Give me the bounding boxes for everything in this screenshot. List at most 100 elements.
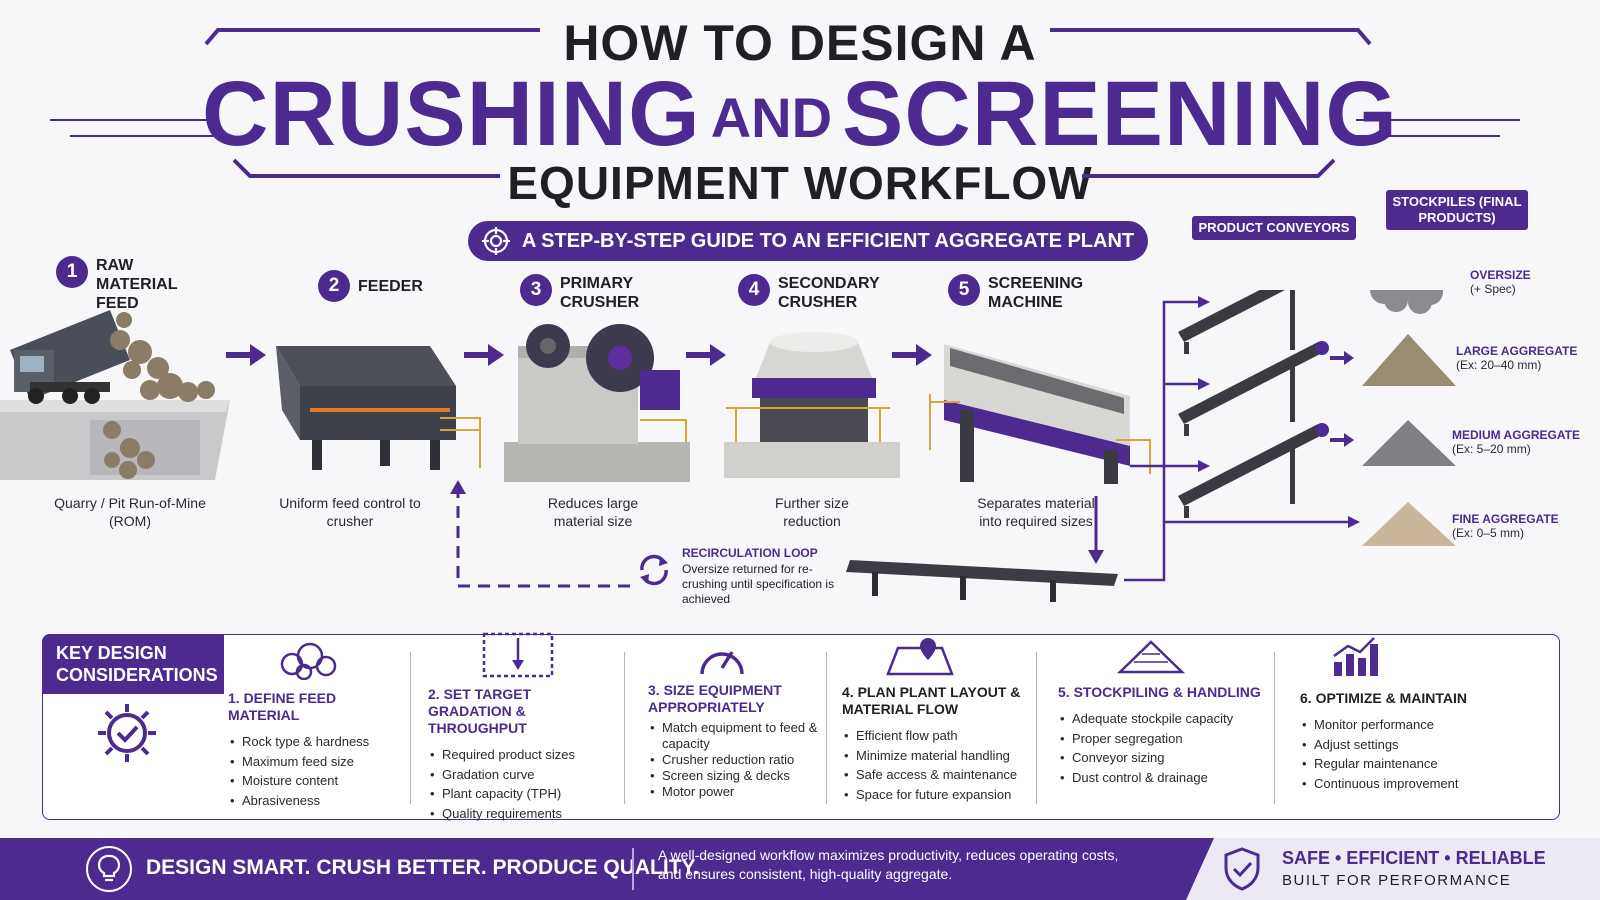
recirculation-desc: Oversize returned for re-crushing until … xyxy=(682,562,835,606)
step-4-number: 4 xyxy=(738,274,770,306)
recirculation-text: RECIRCULATION LOOP Oversize returned for… xyxy=(682,546,842,607)
stockpile-icon xyxy=(1116,640,1186,674)
step-4-heading: 4 SECONDARY CRUSHER xyxy=(738,274,880,312)
col-5-item: Adequate stockpile capacity xyxy=(1058,709,1264,729)
lightbulb-icon xyxy=(86,846,132,892)
step-5-label: SCREENING MACHINE xyxy=(988,275,1084,311)
col-6-title: 6. OPTIMIZE & MAINTAIN xyxy=(1300,690,1467,706)
step-1-heading: 1 RAW MATERIAL FEED xyxy=(56,256,216,313)
column-divider xyxy=(1036,652,1037,804)
col-6-item: Continuous improvement xyxy=(1300,774,1500,794)
stockpiles-tag: STOCKPILES (FINAL PRODUCTS) xyxy=(1386,190,1528,230)
gear-check-icon xyxy=(94,700,160,771)
stockpile-fine-sub: (Ex: 0–5 mm) xyxy=(1452,526,1525,540)
col-1-item: Abrasiveness xyxy=(228,791,404,811)
key-design-col-3: 3. SIZE EQUIPMENT APPROPRIATELY Match eq… xyxy=(648,682,818,800)
stockpile-medium: MEDIUM AGGREGATE (Ex: 5–20 mm) xyxy=(1452,428,1580,456)
product-conveyors-tag: PRODUCT CONVEYORS xyxy=(1192,216,1356,240)
step-2-number: 2 xyxy=(318,270,350,302)
primary-crusher-illustration xyxy=(504,324,690,482)
col-1-item: Maximum feed size xyxy=(228,752,404,772)
target-icon xyxy=(481,227,510,255)
gauge-icon xyxy=(700,651,744,675)
step-4-description: Further size reduction xyxy=(775,495,849,529)
col-5-item: Conveyor sizing xyxy=(1058,748,1264,768)
col-3-item: Match equipment to feed & capacity xyxy=(648,720,818,752)
column-divider xyxy=(624,652,625,804)
col-3-item: Crusher reduction ratio xyxy=(648,752,818,768)
key-design-col-4: 4. PLAN PLANT LAYOUT & MATERIAL FLOW Eff… xyxy=(842,684,1028,804)
step-4-label: SECONDARY CRUSHER xyxy=(778,275,880,311)
col-2-item: Quality requirements xyxy=(428,804,614,824)
flow-arrows xyxy=(226,344,932,366)
col-4-item: Efficient flow path xyxy=(842,726,1028,746)
step-2-heading: 2 FEEDER xyxy=(318,270,423,302)
col-3-item: Motor power xyxy=(648,784,818,800)
footer-badge-line-2: BUILT FOR PERFORMANCE xyxy=(1282,872,1512,889)
stockpile-large-name: LARGE AGGREGATE xyxy=(1456,344,1578,358)
title-frame-lines xyxy=(50,28,1520,178)
stockpile-large: LARGE AGGREGATE (Ex: 20–40 mm) xyxy=(1456,344,1577,372)
subtitle-pill: A STEP-BY-STEP GUIDE TO AN EFFICIENT AGG… xyxy=(468,221,1148,261)
column-divider xyxy=(410,652,411,804)
step-2-label: FEEDER xyxy=(358,277,423,295)
stockpile-oversize-sub: (+ Spec) xyxy=(1470,282,1516,296)
step-5-number: 5 xyxy=(948,274,980,306)
step-2-description: Uniform feed control to crusher xyxy=(279,495,421,529)
title-line-1: HOW TO DESIGN A xyxy=(563,15,1037,71)
growth-chart-icon xyxy=(1333,637,1378,676)
step-3-description: Reduces large material size xyxy=(547,495,639,529)
footer-badge-area xyxy=(1186,838,1600,900)
key-design-col-2: 2. SET TARGET GRADATION & THROUGHPUT Req… xyxy=(428,686,614,823)
screen-discharge-arrow xyxy=(1088,496,1104,564)
step-1-number: 1 xyxy=(56,256,88,288)
process-illustration xyxy=(0,290,1456,602)
col-4-item: Space for future expansion xyxy=(842,785,1028,805)
stockpile-large-sub: (Ex: 20–40 mm) xyxy=(1456,358,1542,372)
subtitle-text: A STEP-BY-STEP GUIDE TO AN EFFICIENT AGG… xyxy=(521,229,1135,252)
screening-machine-illustration xyxy=(929,344,1151,484)
col-4-item: Minimize material handling xyxy=(842,746,1028,766)
title-crushing: CRUSHING xyxy=(202,63,701,165)
stockpile-oversize-name: OVERSIZE xyxy=(1470,268,1531,282)
feeder-illustration xyxy=(276,346,481,470)
rocks-icon xyxy=(280,642,337,680)
recirculation-icon xyxy=(634,550,674,590)
col-1-title: 1. DEFINE FEED MATERIAL xyxy=(228,690,337,723)
col-2-item: Plant capacity (TPH) xyxy=(428,784,614,804)
recirculation-loop-line xyxy=(450,480,630,588)
key-design-col-1: 1. DEFINE FEED MATERIAL Rock type & hard… xyxy=(228,690,404,810)
product-distribution-lines xyxy=(1124,300,1350,582)
stockpile-piles xyxy=(1362,290,1456,546)
return-conveyor-illustration xyxy=(846,560,1118,602)
stockpile-medium-name: MEDIUM AGGREGATE xyxy=(1452,428,1580,442)
col-2-item: Required product sizes xyxy=(428,745,614,765)
col-5-item: Proper segregation xyxy=(1058,729,1264,749)
step-5-description: Separates material into required sizes xyxy=(977,495,1095,529)
key-design-col-5: 5. STOCKPILING & HANDLING Adequate stock… xyxy=(1058,684,1264,787)
step-1-description: Quarry / Pit Run-of-Mine (ROM) xyxy=(54,495,206,529)
footer-badge-line-1: SAFE • EFFICIENT • RELIABLE xyxy=(1282,848,1546,868)
column-divider xyxy=(1274,652,1275,804)
step-3-number: 3 xyxy=(520,274,552,306)
key-design-col-6: 6. OPTIMIZE & MAINTAIN Monitor performan… xyxy=(1300,690,1500,793)
col-1-item: Moisture content xyxy=(228,771,404,791)
stockpile-fine: FINE AGGREGATE (Ex: 0–5 mm) xyxy=(1452,512,1559,540)
col-4-item: Safe access & maintenance xyxy=(842,765,1028,785)
recirculation-title: RECIRCULATION LOOP xyxy=(682,546,818,560)
col-5-title: 5. STOCKPILING & HANDLING xyxy=(1058,684,1261,700)
title-line-3: EQUIPMENT WORKFLOW xyxy=(507,157,1093,209)
step-1-label: RAW MATERIAL FEED xyxy=(96,257,178,312)
col-3-title: 3. SIZE EQUIPMENT APPROPRIATELY xyxy=(648,682,782,715)
secondary-crusher-illustration xyxy=(724,332,900,478)
product-conveyors-illustration xyxy=(1178,290,1329,518)
stockpile-fine-name: FINE AGGREGATE xyxy=(1452,512,1559,526)
key-design-label: KEY DESIGN CONSIDERATIONS xyxy=(42,634,224,694)
footer-message: A well-designed workflow maximizes produ… xyxy=(658,847,1119,882)
step-3-label: PRIMARY CRUSHER xyxy=(560,275,640,311)
col-3-item: Screen sizing & decks xyxy=(648,768,818,784)
col-4-title: 4. PLAN PLANT LAYOUT & MATERIAL FLOW xyxy=(842,684,1021,717)
stockpile-oversize: OVERSIZE (+ Spec) xyxy=(1470,268,1531,296)
footer-divider xyxy=(632,848,634,890)
